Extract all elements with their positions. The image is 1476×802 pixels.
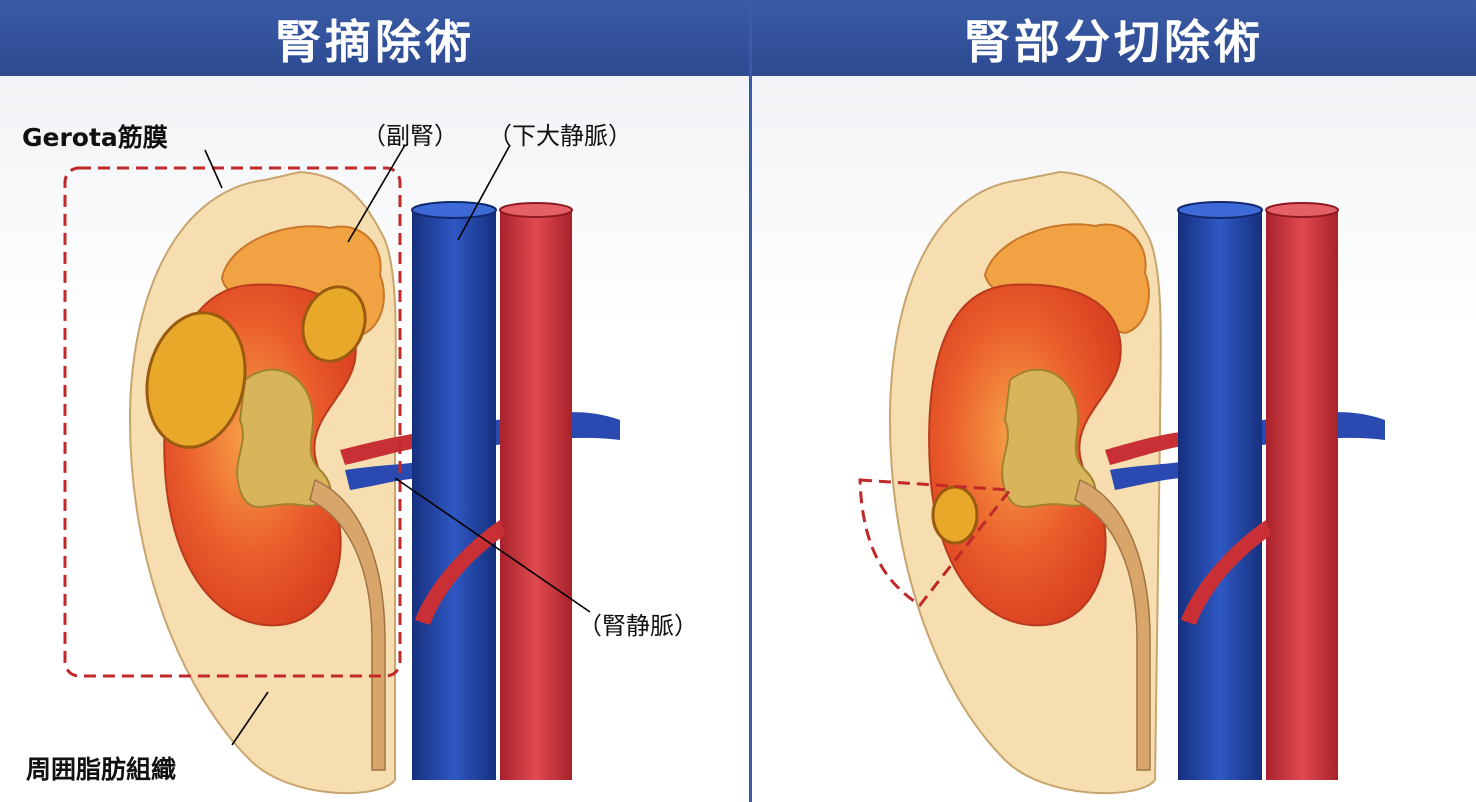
- label-renal-vein: （腎静脈）: [578, 606, 698, 641]
- anatomy-illustration: [752, 76, 1476, 802]
- panel-header: 腎部分切除術: [752, 0, 1476, 76]
- panel-partial-nephrectomy: 腎部分切除術: [752, 0, 1476, 802]
- tumor-small: [933, 487, 977, 543]
- illustration-area: Gerota筋膜 （副腎） （下大静脈） （腎静脈） 周囲脂肪組織: [0, 76, 750, 802]
- aorta: [1266, 208, 1338, 780]
- illustration-area: [752, 76, 1476, 802]
- aorta: [500, 208, 572, 780]
- panel-title: 腎摘除術: [0, 6, 750, 72]
- label-gerota-fascia: Gerota筋膜: [22, 118, 168, 154]
- inferior-vena-cava: [412, 208, 496, 780]
- panel-header: 腎摘除術: [0, 0, 750, 76]
- label-adrenal: （副腎）: [362, 116, 458, 151]
- panel-nephrectomy: 腎摘除術: [0, 0, 750, 802]
- anatomy-illustration: [0, 76, 750, 802]
- label-ivc: （下大静脈）: [488, 116, 632, 151]
- inferior-vena-cava: [1178, 208, 1262, 780]
- panel-title: 腎部分切除術: [752, 6, 1476, 72]
- label-perirenal-fat: 周囲脂肪組織: [26, 750, 176, 786]
